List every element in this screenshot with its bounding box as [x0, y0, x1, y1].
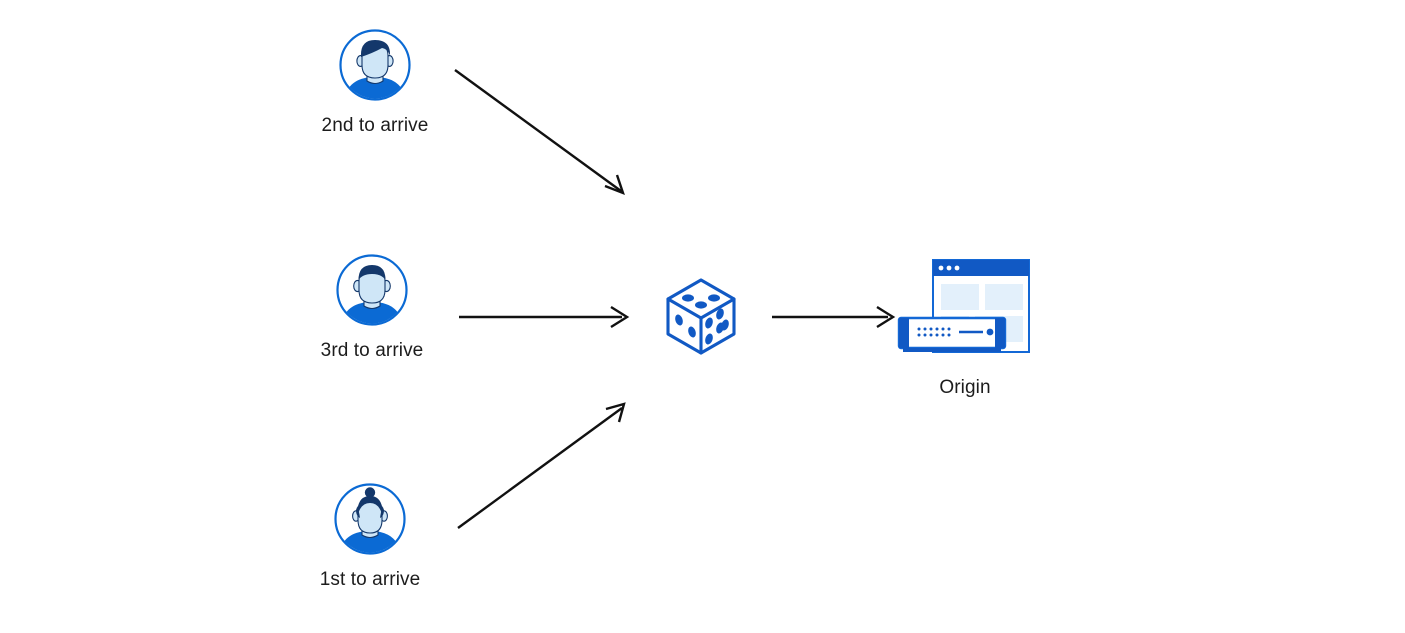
- client-label-bottom: 1st to arrive: [319, 569, 421, 590]
- client-label-middle: 3rd to arrive: [320, 340, 424, 361]
- connector-client-middle-to-randomizer: [459, 305, 630, 329]
- connector-client-bottom-to-randomizer: [457, 402, 626, 529]
- origin-label: Origin: [939, 377, 991, 398]
- dice-icon: [658, 272, 744, 358]
- client-node-bottom[interactable]: 1st to arrive: [290, 482, 450, 592]
- connector-randomizer-to-origin: [772, 305, 896, 329]
- randomizer-node[interactable]: [658, 272, 744, 358]
- origin-server-icon: [897, 258, 1033, 358]
- server-appliance-icon: [897, 316, 1007, 352]
- user-avatar-icon: [338, 28, 412, 102]
- user-avatar-icon: [333, 482, 407, 556]
- client-node-top[interactable]: 2nd to arrive: [295, 28, 455, 138]
- user-avatar-icon: [335, 253, 409, 327]
- connector-client-top-to-randomizer: [454, 69, 625, 196]
- origin-node[interactable]: Origin: [897, 258, 1033, 400]
- client-label-top: 2nd to arrive: [321, 115, 429, 136]
- client-node-middle[interactable]: 3rd to arrive: [292, 253, 452, 363]
